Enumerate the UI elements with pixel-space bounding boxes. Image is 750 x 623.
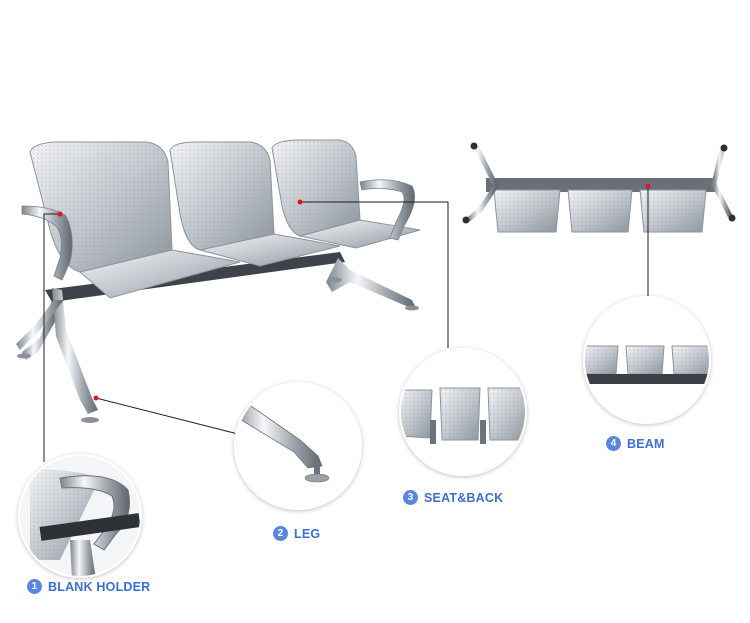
callout-label-blank-holder: BLANK HOLDER: [48, 579, 151, 594]
callout-seat-back: 3 SEAT&BACK: [403, 490, 503, 505]
callout-beam: 4 BEAM: [606, 436, 665, 451]
armrest-right: [359, 179, 416, 241]
callout-label-seat-back: SEAT&BACK: [424, 490, 504, 505]
number-badge-1: 1: [27, 579, 42, 594]
number-badge-2: 2: [273, 526, 288, 541]
detail-circle-beam: [583, 296, 711, 424]
pointer-lines: [43, 186, 649, 462]
callout-leg: 2 LEG: [273, 526, 320, 541]
callout-blank-holder: 1 BLANK HOLDER: [27, 579, 150, 594]
beam-view: [462, 142, 736, 233]
detail-circle-blank-holder: [18, 454, 142, 578]
detail-circle-leg: [234, 382, 362, 510]
back-leg-right: [326, 258, 416, 308]
detail-circle-seat-back: [399, 348, 527, 476]
callout-label-beam: BEAM: [627, 436, 665, 451]
armrest-left: [21, 205, 73, 281]
number-badge-3: 3: [403, 490, 418, 505]
pointer-dots: [57, 183, 651, 401]
front-leg: [52, 288, 98, 414]
main-chair: [16, 139, 421, 423]
number-badge-4: 4: [606, 436, 621, 451]
callout-label-leg: LEG: [294, 526, 321, 541]
